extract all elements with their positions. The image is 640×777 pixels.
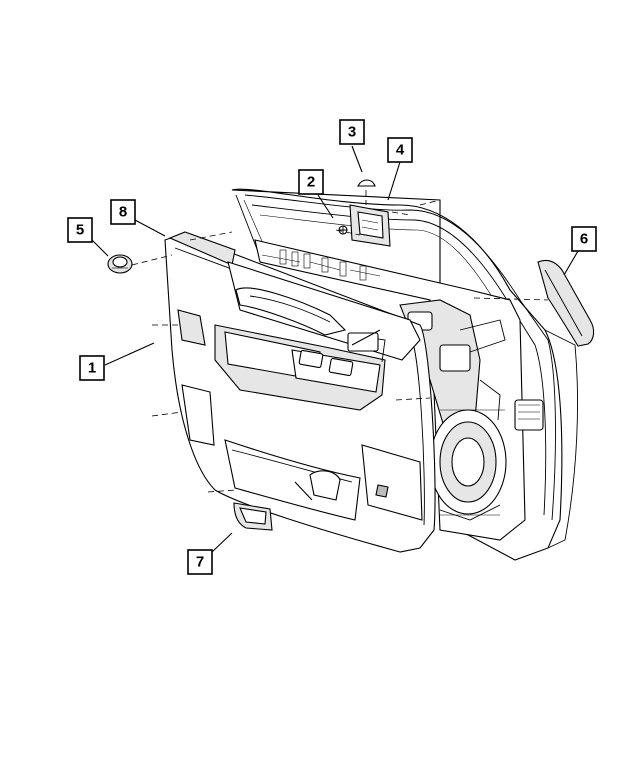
mirror-sail-cover bbox=[537, 259, 595, 347]
inside-handle-bezel bbox=[349, 204, 391, 247]
callout-7: 7 bbox=[187, 549, 213, 575]
callout-6-label: 6 bbox=[580, 231, 588, 248]
callout-5: 5 bbox=[67, 217, 93, 243]
callout-3: 3 bbox=[339, 119, 365, 145]
callout-2: 2 bbox=[298, 169, 324, 195]
screw-part bbox=[338, 225, 348, 235]
callout-1-label: 1 bbox=[88, 360, 96, 377]
callout-7-label: 7 bbox=[196, 554, 204, 571]
callout-8-label: 8 bbox=[119, 204, 127, 221]
alignment-lines bbox=[131, 190, 549, 493]
push-pin-clip bbox=[107, 254, 133, 274]
callout-5-label: 5 bbox=[76, 222, 84, 239]
pull-cup-insert bbox=[233, 502, 273, 531]
callout-2-label: 2 bbox=[307, 174, 315, 191]
door-trim-panel bbox=[164, 231, 436, 553]
leader-lines bbox=[91, 145, 579, 553]
callout-4: 4 bbox=[387, 137, 413, 163]
callout-1: 1 bbox=[79, 355, 105, 381]
callout-4-label: 4 bbox=[396, 142, 405, 159]
cap-part bbox=[357, 179, 376, 187]
callout-3-label: 3 bbox=[348, 124, 356, 141]
callout-6: 6 bbox=[571, 226, 597, 252]
callout-8: 8 bbox=[110, 199, 136, 225]
